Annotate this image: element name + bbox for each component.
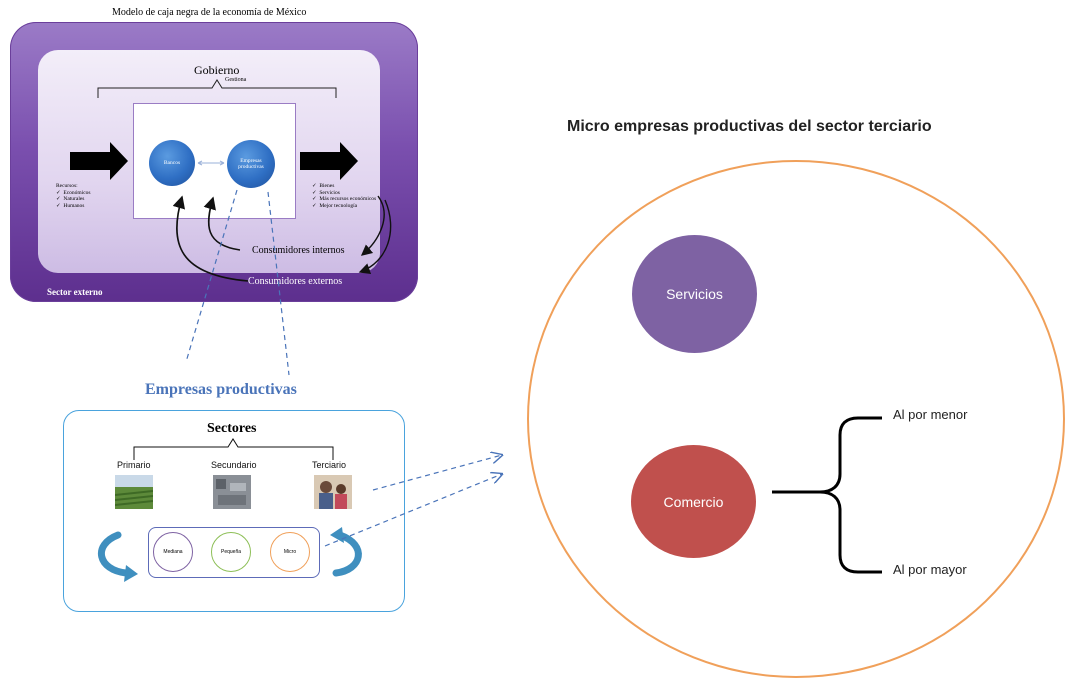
recursos-heading: Recursos: (56, 183, 78, 189)
outputs-item: ✓ Bienes (312, 183, 335, 189)
black-box-title: Modelo de caja negra de la economía de M… (112, 7, 307, 18)
al-por-mayor-label: Al por mayor (893, 562, 967, 577)
al-por-menor-label: Al por menor (893, 407, 968, 422)
empresas-label: Empresas productivas (238, 158, 264, 170)
sector-externo-label: Sector externo (47, 287, 103, 297)
micro-label: Micro (283, 549, 297, 555)
mediana-node: Mediana (153, 532, 193, 572)
primario-photo (115, 475, 153, 509)
consumidores-externos-label: Consumidores externos (248, 276, 343, 287)
outputs-item: ✓ Mejor tecnología (312, 202, 358, 209)
micro-node: Micro (270, 532, 310, 572)
empresas-node: Empresas productivas (227, 140, 275, 188)
sectores-title: Sectores (207, 421, 257, 436)
outputs-list: ✓ Bienes ✓ Servicios ✓ Más recursos econ… (312, 183, 376, 209)
outputs-item: ✓ Más recursos económicos (312, 196, 377, 202)
recursos-item: ✓ Humanos (56, 202, 85, 209)
consumidores-internos-label: Consumidores internos (252, 245, 345, 256)
bancos-label: Bancos (163, 160, 181, 166)
servicios-node: Servicios (632, 235, 757, 353)
comercio-node: Comercio (631, 445, 756, 558)
mediana-label: Mediana (163, 549, 183, 555)
comercio-label: Comercio (663, 493, 724, 510)
servicios-label: Servicios (666, 286, 723, 302)
pequena-label: Pequeña (220, 549, 242, 555)
sector-label-primario: Primario (117, 460, 151, 470)
recursos-list: Recursos: ✓ Económicos ✓ Naturales ✓ Hum… (56, 183, 91, 209)
right-title: Micro empresas productivas del sector te… (567, 118, 932, 135)
recursos-item: ✓ Naturales (56, 196, 85, 202)
sectores-panel (63, 410, 405, 612)
gobierno-label: Gobierno (194, 63, 240, 77)
outputs-item: ✓ Servicios (312, 189, 340, 196)
size-tier-box (148, 527, 320, 578)
sector-label-terciario: Terciario (312, 460, 347, 470)
terciario-photo (314, 475, 352, 509)
secundario-photo (213, 475, 251, 509)
bancos-node: Bancos (149, 140, 195, 186)
pequena-node: Pequeña (211, 532, 251, 572)
empresas-productivas-heading: Empresas productivas (145, 381, 297, 398)
micro-empresas-circle (527, 160, 1065, 678)
sector-label-secundario: Secundario (211, 460, 257, 470)
gestiona-label: Gestiona (225, 77, 247, 83)
recursos-item: ✓ Económicos (56, 189, 91, 196)
